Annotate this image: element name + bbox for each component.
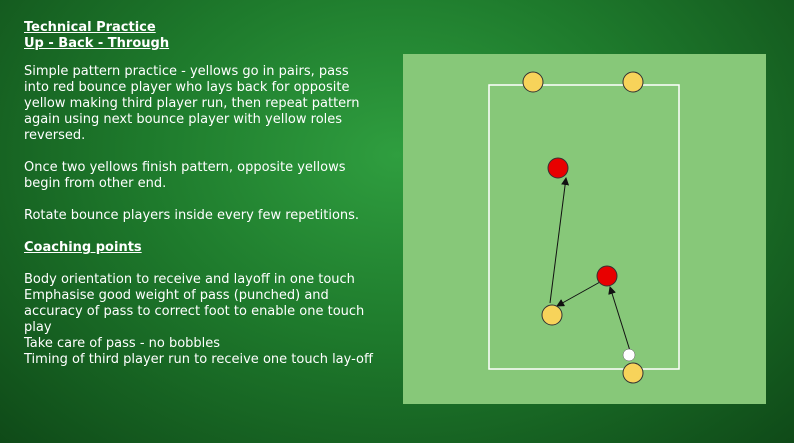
coaching-point-3: Take care of pass - no bobbles xyxy=(24,336,221,351)
coaching-point-2: Emphasise good weight of pass (punched) … xyxy=(24,288,365,335)
pitch-diagram xyxy=(403,54,766,404)
red-player-lower xyxy=(596,265,618,287)
yellow-player-bottom xyxy=(622,362,644,384)
pitch-svg xyxy=(488,71,680,384)
through-pass-arrow xyxy=(549,177,570,304)
pass-arrow xyxy=(608,286,632,355)
description-paragraph-1: Simple pattern practice - yellows go in … xyxy=(24,64,360,143)
pitch-boundary xyxy=(488,84,680,370)
coaching-point-4: Timing of third player run to receive on… xyxy=(24,352,373,367)
red-player-upper xyxy=(547,157,569,179)
page-title-line2: Up - Back - Through xyxy=(24,36,170,51)
page-title-line1: Technical Practice xyxy=(24,20,156,35)
coaching-point-1: Body orientation to receive and layoff i… xyxy=(24,272,355,287)
description-paragraph-2: Once two yellows finish pattern, opposit… xyxy=(24,160,346,191)
yellow-player-top-left xyxy=(522,71,544,93)
description-paragraph-3: Rotate bounce players inside every few r… xyxy=(24,208,360,223)
yellow-player-receiver xyxy=(541,304,563,326)
coaching-points-heading: Coaching points xyxy=(24,240,142,255)
yellow-player-top-right xyxy=(622,71,644,93)
ball xyxy=(622,348,636,362)
lay-back-arrow xyxy=(556,281,601,307)
instructions-panel: Technical Practice Up - Back - Through S… xyxy=(24,20,374,368)
